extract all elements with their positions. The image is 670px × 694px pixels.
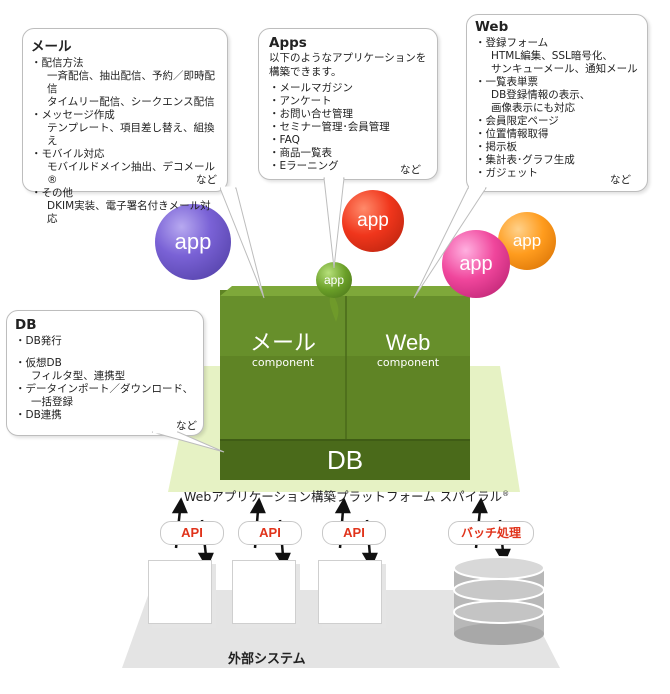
mail-feature-sub: DKIM実装、電子署名付きメール対応: [47, 200, 211, 225]
web-feature: ・会員限定ページ: [475, 115, 559, 127]
db-feature: ・DB発行: [15, 335, 62, 347]
mail-feature-text: ・配信方法: [31, 57, 84, 69]
block-highlight: [220, 296, 470, 356]
mail-component-sub: component: [251, 356, 315, 369]
apps-callout: Apps 以下のようなアプリケーションを 構築できます。 ・メールマガジン ・ア…: [258, 28, 438, 180]
db-feature-sub: フィルタ型、連携型: [31, 370, 126, 382]
apps-item: ・お問い合せ管理: [269, 108, 353, 120]
external-system-label: 外部システム: [228, 652, 306, 667]
mail-feature-sub: タイムリー配信、シークエンス配信: [47, 96, 215, 108]
db-block-title: DB: [326, 445, 364, 475]
apps-callout-title: Apps: [269, 35, 307, 51]
web-feature: ・掲示板: [475, 141, 517, 153]
web-feature-text: ・一覧表単票: [475, 76, 538, 88]
mail-feature-sub: モバイルドメイン抽出、デコメール®: [47, 161, 215, 186]
database-cylinder-icon: [453, 556, 545, 645]
apps-intro-line: 以下のようなアプリケーションを: [269, 52, 427, 64]
web-feature-sub: サンキューメール、通知メール: [491, 63, 638, 75]
web-callout-pointer: [413, 186, 487, 299]
apps-item: ・FAQ: [269, 134, 300, 146]
platform-title-text: Webアプリケーション構築プラットフォーム スパイラル: [184, 489, 503, 504]
db-feature-text: ・仮想DB: [15, 357, 62, 369]
db-feature-text: ・データインポート／ダウンロード、: [15, 383, 194, 395]
app-ball-pink: app: [442, 230, 510, 298]
mail-feature-sub: テンプレート、項目差し替え、組換え: [47, 122, 215, 147]
app-ball-purple: app: [155, 204, 231, 280]
app-ball-red: app: [342, 190, 404, 252]
mail-feature-text: ・メッセージ作成: [31, 109, 115, 121]
mail-callout: メール ・配信方法 一斉配信、抽出配信、予約／即時配信 タイムリー配信、シークエ…: [22, 28, 228, 225]
web-callout-title: Web: [475, 19, 509, 35]
web-feature: ・登録フォーム HTML編集、SSL暗号化、 サンキューメール、通知メール: [475, 37, 639, 76]
mail-feature: ・配信方法 一斉配信、抽出配信、予約／即時配信 タイムリー配信、シークエンス配信: [31, 57, 219, 109]
db-callout: DB ・DB発行 ・仮想DB フィルタ型、連携型 ・データインポート／ダウンロー…: [6, 310, 204, 436]
apps-item: ・アンケート: [269, 95, 332, 107]
external-system-box-2: [232, 560, 296, 624]
mail-callout-pointer: [220, 186, 265, 299]
web-component: Web component: [346, 330, 470, 370]
web-component-sub: component: [376, 356, 440, 369]
web-callout: Web ・登録フォーム HTML編集、SSL暗号化、 サンキューメール、通知メー…: [466, 14, 648, 192]
mail-feature: ・その他 DKIM実装、電子署名付きメール対応: [31, 187, 219, 226]
web-feature-sub: HTML編集、SSL暗号化、: [491, 50, 613, 62]
db-feature-sub: 一括登録: [31, 396, 73, 408]
apps-list: ・メールマガジン ・アンケート ・お問い合せ管理 ・セミナー管理･会員管理 ・F…: [269, 82, 427, 173]
mail-callout-etc: など: [196, 174, 217, 186]
apps-item: ・セミナー管理･会員管理: [269, 121, 390, 133]
mail-component: メール component: [220, 330, 346, 370]
api-label-3: API: [322, 521, 386, 545]
web-component-title: Web: [385, 330, 431, 355]
external-system-box-1: [148, 560, 212, 624]
mail-feature-sub: 一斉配信、抽出配信、予約／即時配信: [47, 70, 215, 95]
db-block-face: [220, 440, 470, 480]
web-feature: ・一覧表単票 DB登録情報の表示、 画像表示にも対応: [475, 76, 639, 115]
apps-callout-etc: など: [400, 164, 421, 176]
web-feature-sub: DB登録情報の表示、: [491, 89, 591, 101]
db-feature-spacer: [15, 348, 195, 357]
external-system-box-3: [318, 560, 382, 624]
db-feature-list: ・DB発行 ・仮想DB フィルタ型、連携型 ・データインポート／ダウンロード、 …: [15, 335, 195, 422]
web-feature: ・集計表･グラフ生成: [475, 154, 575, 166]
db-feature: ・仮想DB フィルタ型、連携型: [15, 357, 195, 383]
registered-mark: ®: [502, 489, 510, 498]
web-feature-list: ・登録フォーム HTML編集、SSL暗号化、 サンキューメール、通知メール ・一…: [475, 37, 639, 180]
batch-label: バッチ処理: [448, 521, 534, 545]
mail-feature-text: ・その他: [31, 187, 73, 199]
api-label-1: API: [160, 521, 224, 545]
apps-item: ・商品一覧表: [269, 147, 332, 159]
mail-feature: ・メッセージ作成 テンプレート、項目差し替え、組換え: [31, 109, 219, 148]
apps-item: ・Eラーニング: [269, 160, 339, 172]
mail-feature-list: ・配信方法 一斉配信、抽出配信、予約／即時配信 タイムリー配信、シークエンス配信…: [31, 57, 219, 226]
db-feature: ・DB連携: [15, 409, 62, 421]
web-feature-sub: 画像表示にも対応: [491, 102, 575, 114]
mail-feature: ・モバイル対応 モバイルドメイン抽出、デコメール®: [31, 148, 219, 187]
api-label-2: API: [238, 521, 302, 545]
apps-intro-line: 構築できます。: [269, 66, 342, 78]
mail-component-title: メール: [249, 330, 316, 355]
mail-feature-text: ・モバイル対応: [31, 148, 105, 160]
web-feature: ・位置情報取得: [475, 128, 549, 140]
apps-callout-pointer: [323, 176, 345, 269]
mail-callout-title: メール: [31, 39, 72, 55]
db-callout-title: DB: [15, 317, 37, 333]
web-feature: ・ガジェット: [475, 167, 538, 179]
web-feature-text: ・登録フォーム: [475, 37, 549, 49]
db-callout-pointer: [151, 430, 225, 453]
platform-title: Webアプリケーション構築プラットフォーム スパイラル®: [184, 486, 509, 505]
web-callout-etc: など: [610, 174, 631, 186]
app-drip: [329, 290, 339, 322]
apps-item: ・メールマガジン: [269, 82, 353, 94]
db-callout-etc: など: [176, 420, 197, 432]
external-system-floor: [122, 590, 560, 668]
db-feature: ・データインポート／ダウンロード、 一括登録: [15, 383, 195, 409]
